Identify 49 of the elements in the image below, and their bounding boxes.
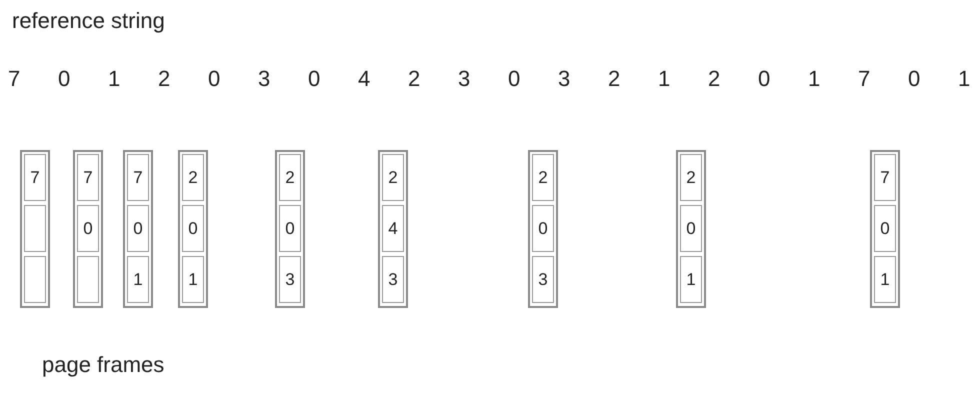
empty-frame (24, 256, 46, 303)
reference-number: 1 (958, 66, 970, 92)
frame-value: 1 (680, 256, 702, 303)
reference-number: 3 (558, 66, 570, 92)
frame-value: 3 (279, 256, 301, 303)
empty-frame (24, 205, 46, 252)
reference-number: 0 (58, 66, 70, 92)
reference-number: 2 (408, 66, 420, 92)
reference-number: 0 (208, 66, 220, 92)
frame-value: 0 (680, 205, 702, 252)
frame-value: 0 (182, 205, 204, 252)
frame-value: 0 (532, 205, 554, 252)
frame-value: 1 (182, 256, 204, 303)
frame-value: 7 (77, 154, 99, 201)
reference-number: 1 (808, 66, 820, 92)
reference-number: 0 (508, 66, 520, 92)
frame-value: 7 (127, 154, 149, 201)
frame-value: 1 (127, 256, 149, 303)
frame-value: 4 (382, 205, 404, 252)
reference-number: 0 (758, 66, 770, 92)
frame-value: 7 (24, 154, 46, 201)
reference-number: 1 (108, 66, 120, 92)
reference-number: 7 (858, 66, 870, 92)
frame-value: 0 (127, 205, 149, 252)
frame-value: 0 (77, 205, 99, 252)
reference-number: 2 (608, 66, 620, 92)
frame-value: 2 (279, 154, 301, 201)
frame-value: 2 (382, 154, 404, 201)
frame-value: 3 (532, 256, 554, 303)
frame-value: 0 (279, 205, 301, 252)
reference-number: 4 (358, 66, 370, 92)
frame-value: 7 (874, 154, 896, 201)
reference-number: 7 (8, 66, 20, 92)
frame-value: 0 (874, 205, 896, 252)
reference-number: 2 (708, 66, 720, 92)
heading-label: reference string (12, 8, 165, 34)
frame-value: 1 (874, 256, 896, 303)
reference-number: 3 (458, 66, 470, 92)
empty-frame (77, 256, 99, 303)
axis-caption: page frames (42, 352, 164, 378)
frame-value: 2 (532, 154, 554, 201)
frame-value: 2 (182, 154, 204, 201)
reference-number: 0 (908, 66, 920, 92)
reference-number: 0 (308, 66, 320, 92)
frame-value: 2 (680, 154, 702, 201)
frame-value: 3 (382, 256, 404, 303)
reference-number: 1 (658, 66, 670, 92)
reference-number: 3 (258, 66, 270, 92)
reference-number: 2 (158, 66, 170, 92)
